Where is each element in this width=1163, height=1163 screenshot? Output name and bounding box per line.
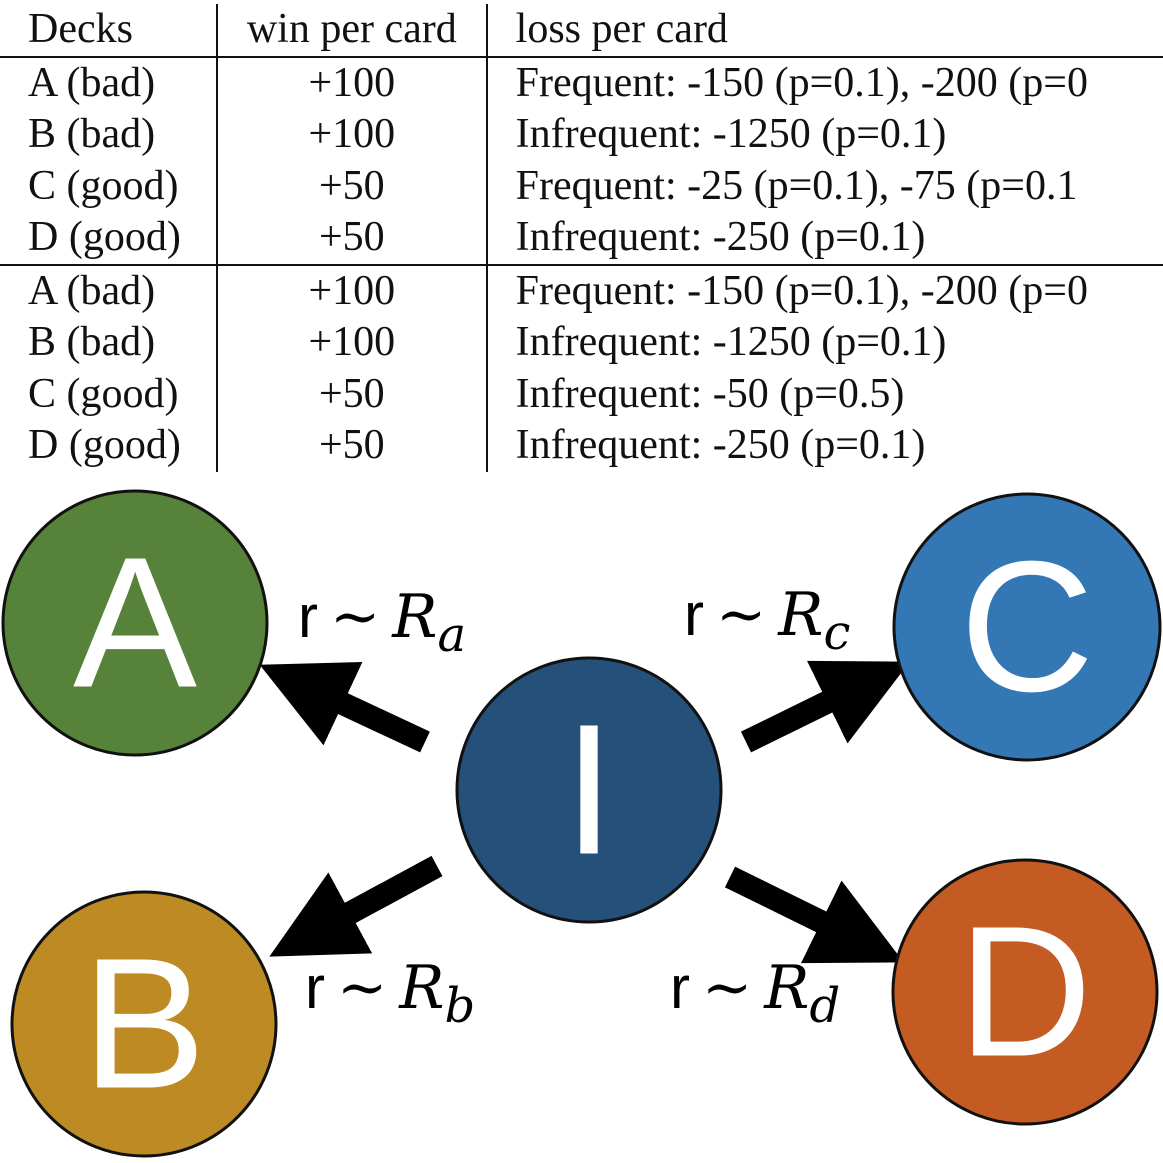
node-d-circle — [891, 858, 1159, 1126]
win-cell: +100 — [216, 317, 488, 369]
arrow-i-to-b — [269, 855, 443, 957]
node-a-label: A — [73, 520, 197, 727]
node-b-label: B — [82, 921, 206, 1128]
loss-cell: Infrequent: -1250 (p=0.1) — [515, 319, 947, 365]
deck-cell: C (good) — [0, 160, 218, 212]
table-row: D (good) +50 Infrequent: -250 (p=0.1) — [0, 420, 1163, 472]
edge-i-to-d: r~Rd — [670, 866, 904, 1034]
node-a-circle — [1, 489, 269, 757]
deck-cell: C (good) — [0, 368, 218, 420]
node-b-circle — [10, 890, 278, 1158]
arrow-i-to-d — [724, 866, 904, 964]
edge-i-to-c: r~Rc — [684, 580, 910, 753]
win-cell: +100 — [216, 109, 488, 161]
edge-label-c: r~Rc — [684, 580, 850, 661]
node-d-label: D — [958, 889, 1092, 1096]
header-decks: Decks — [0, 4, 218, 57]
deck-cell: A (bad) — [0, 56, 218, 109]
edge-label-a: r~Ra — [298, 582, 466, 663]
deck-cell: D (good) — [0, 212, 218, 265]
edge-i-to-b: r~Rb — [269, 855, 475, 1034]
table-row: D (good) +50 Infrequent: -250 (p=0.1) — [0, 212, 1163, 265]
node-i-label: I — [563, 687, 615, 894]
win-cell: +50 — [216, 212, 488, 265]
loss-cell: Frequent: -25 (p=0.1), -75 (p=0.1 — [515, 162, 1078, 209]
table-block-1: A (bad) +100 Frequent: -150 (p=0.1), -20… — [0, 56, 1163, 265]
loss-cell: Frequent: -150 (p=0.1), -200 (p=0 — [515, 59, 1088, 106]
node-c-circle — [892, 492, 1162, 762]
loss-cell: Infrequent: -250 (p=0.1) — [515, 422, 926, 468]
deck-table-region: Decks win per card loss per card A (bad)… — [0, 0, 1163, 475]
deck-cell: A (bad) — [0, 264, 218, 317]
node-i: I — [455, 656, 723, 924]
header-win-per-card: win per card — [216, 4, 488, 57]
deck-cell: B (bad) — [0, 317, 218, 369]
deck-cell: D (good) — [0, 420, 218, 472]
arrow-i-to-c — [740, 660, 910, 753]
table-row: B (bad) +100 Infrequent: -1250 (p=0.1) — [0, 109, 1163, 161]
deck-cell: B (bad) — [0, 109, 218, 161]
edge-i-to-a: r~Ra — [259, 582, 466, 753]
win-cell: +50 — [216, 420, 488, 472]
loss-cell: Infrequent: -50 (p=0.5) — [515, 370, 905, 417]
win-cell: +50 — [216, 160, 488, 212]
table-row: C (good) +50 Frequent: -25 (p=0.1), -75 … — [0, 160, 1163, 212]
edge-label-d: r~Rd — [670, 953, 840, 1034]
table-row: A (bad) +100 Frequent: -150 (p=0.1), -20… — [0, 264, 1163, 317]
table-row: B (bad) +100 Infrequent: -1250 (p=0.1) — [0, 317, 1163, 369]
node-c-label: C — [960, 524, 1094, 731]
table-row: C (good) +50 Infrequent: -50 (p=0.5) — [0, 368, 1163, 420]
loss-cell: Frequent: -150 (p=0.1), -200 (p=0 — [515, 267, 1088, 314]
arrow-i-to-a — [259, 662, 430, 753]
table-block-2: A (bad) +100 Frequent: -150 (p=0.1), -20… — [0, 264, 1163, 472]
win-cell: +100 — [216, 264, 488, 317]
node-a: A — [1, 489, 269, 757]
node-b: B — [10, 890, 278, 1158]
loss-cell: Infrequent: -1250 (p=0.1) — [515, 111, 947, 157]
node-i-circle — [455, 656, 723, 924]
win-cell: +50 — [216, 368, 488, 420]
deck-table: Decks win per card loss per card A (bad)… — [0, 4, 1163, 472]
edge-label-b: r~Rb — [305, 953, 475, 1034]
loss-cell: Infrequent: -250 (p=0.1) — [515, 214, 926, 260]
table-row: A (bad) +100 Frequent: -150 (p=0.1), -20… — [0, 56, 1163, 109]
node-d: D — [891, 858, 1159, 1126]
node-c: C — [892, 492, 1162, 762]
table-header-row: Decks win per card loss per card — [0, 4, 1163, 57]
header-loss-per-card: loss per card — [515, 6, 728, 52]
win-cell: +100 — [216, 56, 488, 109]
